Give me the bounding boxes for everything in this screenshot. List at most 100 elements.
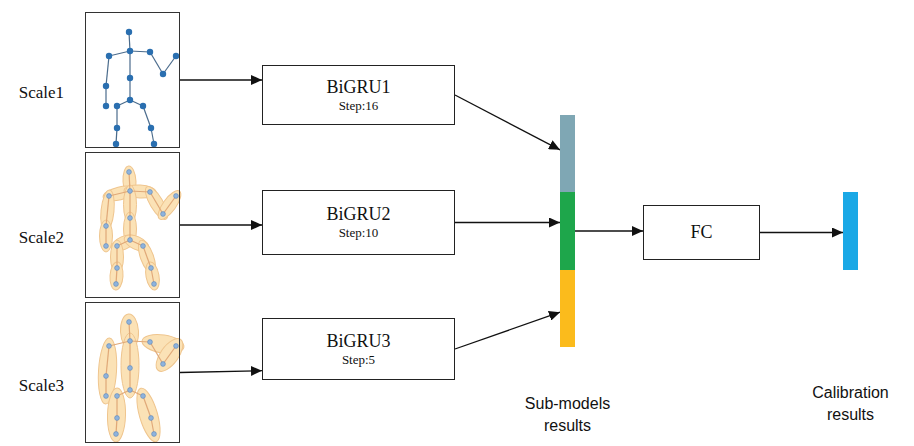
bone-line <box>129 341 130 368</box>
arrow-connector <box>180 79 262 80</box>
joint-dot <box>128 388 133 393</box>
arrow-connector <box>455 312 560 349</box>
joint-dot <box>114 432 119 437</box>
joint-dot <box>149 416 154 421</box>
step-count: Step:16 <box>339 98 379 114</box>
result-bar: Sub-models results <box>560 115 575 347</box>
bone-line <box>143 106 151 128</box>
model-name: BiGRU3 <box>326 331 390 352</box>
bone-line <box>106 196 109 226</box>
bone-line <box>105 226 106 246</box>
joint-dot <box>148 340 153 345</box>
joint-dot <box>127 97 133 103</box>
joint-dot <box>149 266 154 271</box>
model-box: BiGRU3Step:5 <box>262 318 455 380</box>
skeleton-frame: Scale2 <box>85 152 180 298</box>
joint-dot <box>114 125 120 131</box>
joint-dot <box>106 53 112 59</box>
joint-dot <box>107 194 112 199</box>
joint-dot <box>151 141 157 147</box>
bone-line <box>129 368 130 390</box>
joint-dot <box>128 189 133 194</box>
bone-line <box>130 341 150 342</box>
bone-line <box>129 218 130 240</box>
bone-line <box>109 341 130 346</box>
joint-dot <box>128 238 133 243</box>
bone-line <box>150 52 163 74</box>
joint-dot <box>140 103 146 109</box>
joint-dot <box>104 244 109 249</box>
joint-dot <box>174 194 179 199</box>
joint-group-capsule <box>154 187 185 222</box>
fc-box: FC <box>643 205 760 260</box>
joint-dot <box>115 416 120 421</box>
joint-dot <box>173 53 179 59</box>
joint-group-capsule <box>107 388 126 442</box>
bone-line <box>143 396 151 418</box>
joint-dot <box>126 29 132 35</box>
joint-dot <box>128 339 133 344</box>
bone-line <box>129 191 130 218</box>
joint-dot <box>115 244 120 249</box>
arrow-connector <box>760 232 843 233</box>
scale-label: Scale3 <box>19 376 64 396</box>
arrow-connector <box>455 95 560 150</box>
model-box: BiGRU2Step:10 <box>262 190 455 255</box>
joint-dot <box>107 344 112 349</box>
joint-dot <box>161 362 166 367</box>
bone-line <box>150 342 163 364</box>
joint-dot <box>147 49 153 55</box>
bar-segment <box>560 115 575 192</box>
bar-segment <box>560 270 575 347</box>
result-bar: Calibration results <box>843 192 858 270</box>
bar-caption: Calibration results <box>795 382 907 425</box>
joint-dot <box>127 75 133 81</box>
joint-dot <box>127 320 132 325</box>
bone-line <box>143 246 151 268</box>
skeleton-figure <box>99 166 185 291</box>
model-name: FC <box>690 222 712 243</box>
bone-line <box>129 51 130 78</box>
bar-segment <box>843 192 858 270</box>
joint-dot <box>128 216 133 221</box>
model-name: BiGRU1 <box>326 77 390 98</box>
joint-dot <box>114 103 120 109</box>
model-box: BiGRU1Step:16 <box>262 65 455 125</box>
bone-line <box>116 106 117 128</box>
joint-group-capsule <box>151 334 188 376</box>
joint-dot <box>128 366 133 371</box>
bone-line <box>130 191 150 192</box>
joint-dot <box>113 141 119 147</box>
skeleton-frame: Scale1 <box>85 12 180 148</box>
bone-line <box>106 346 109 376</box>
joint-group-capsule <box>109 262 124 291</box>
joint-group-capsule <box>97 337 119 404</box>
joint-dot <box>115 266 120 271</box>
joint-dot <box>114 282 119 287</box>
joint-dot <box>104 374 109 379</box>
joint-dot <box>152 282 157 287</box>
joint-dot <box>103 83 109 89</box>
bone-line <box>163 346 176 364</box>
bone-line <box>116 396 117 418</box>
bone-line <box>106 56 109 86</box>
bone-line <box>129 78 130 100</box>
arrow-connector <box>455 222 560 223</box>
arrow-connector <box>180 371 262 373</box>
joint-group-capsule <box>100 220 113 252</box>
bar-segment <box>560 192 575 269</box>
joint-dot <box>160 71 166 77</box>
joint-dot <box>104 224 109 229</box>
joint-dot <box>141 394 146 399</box>
skeleton-figure <box>103 29 179 147</box>
joint-group-capsule <box>144 261 162 291</box>
joint-dot <box>161 212 166 217</box>
arrow-connector <box>575 230 643 231</box>
joint-dot <box>148 190 153 195</box>
joint-dot <box>103 103 109 109</box>
joint-dot <box>141 244 146 249</box>
bone-line <box>129 172 130 191</box>
model-name: BiGRU2 <box>326 204 390 225</box>
